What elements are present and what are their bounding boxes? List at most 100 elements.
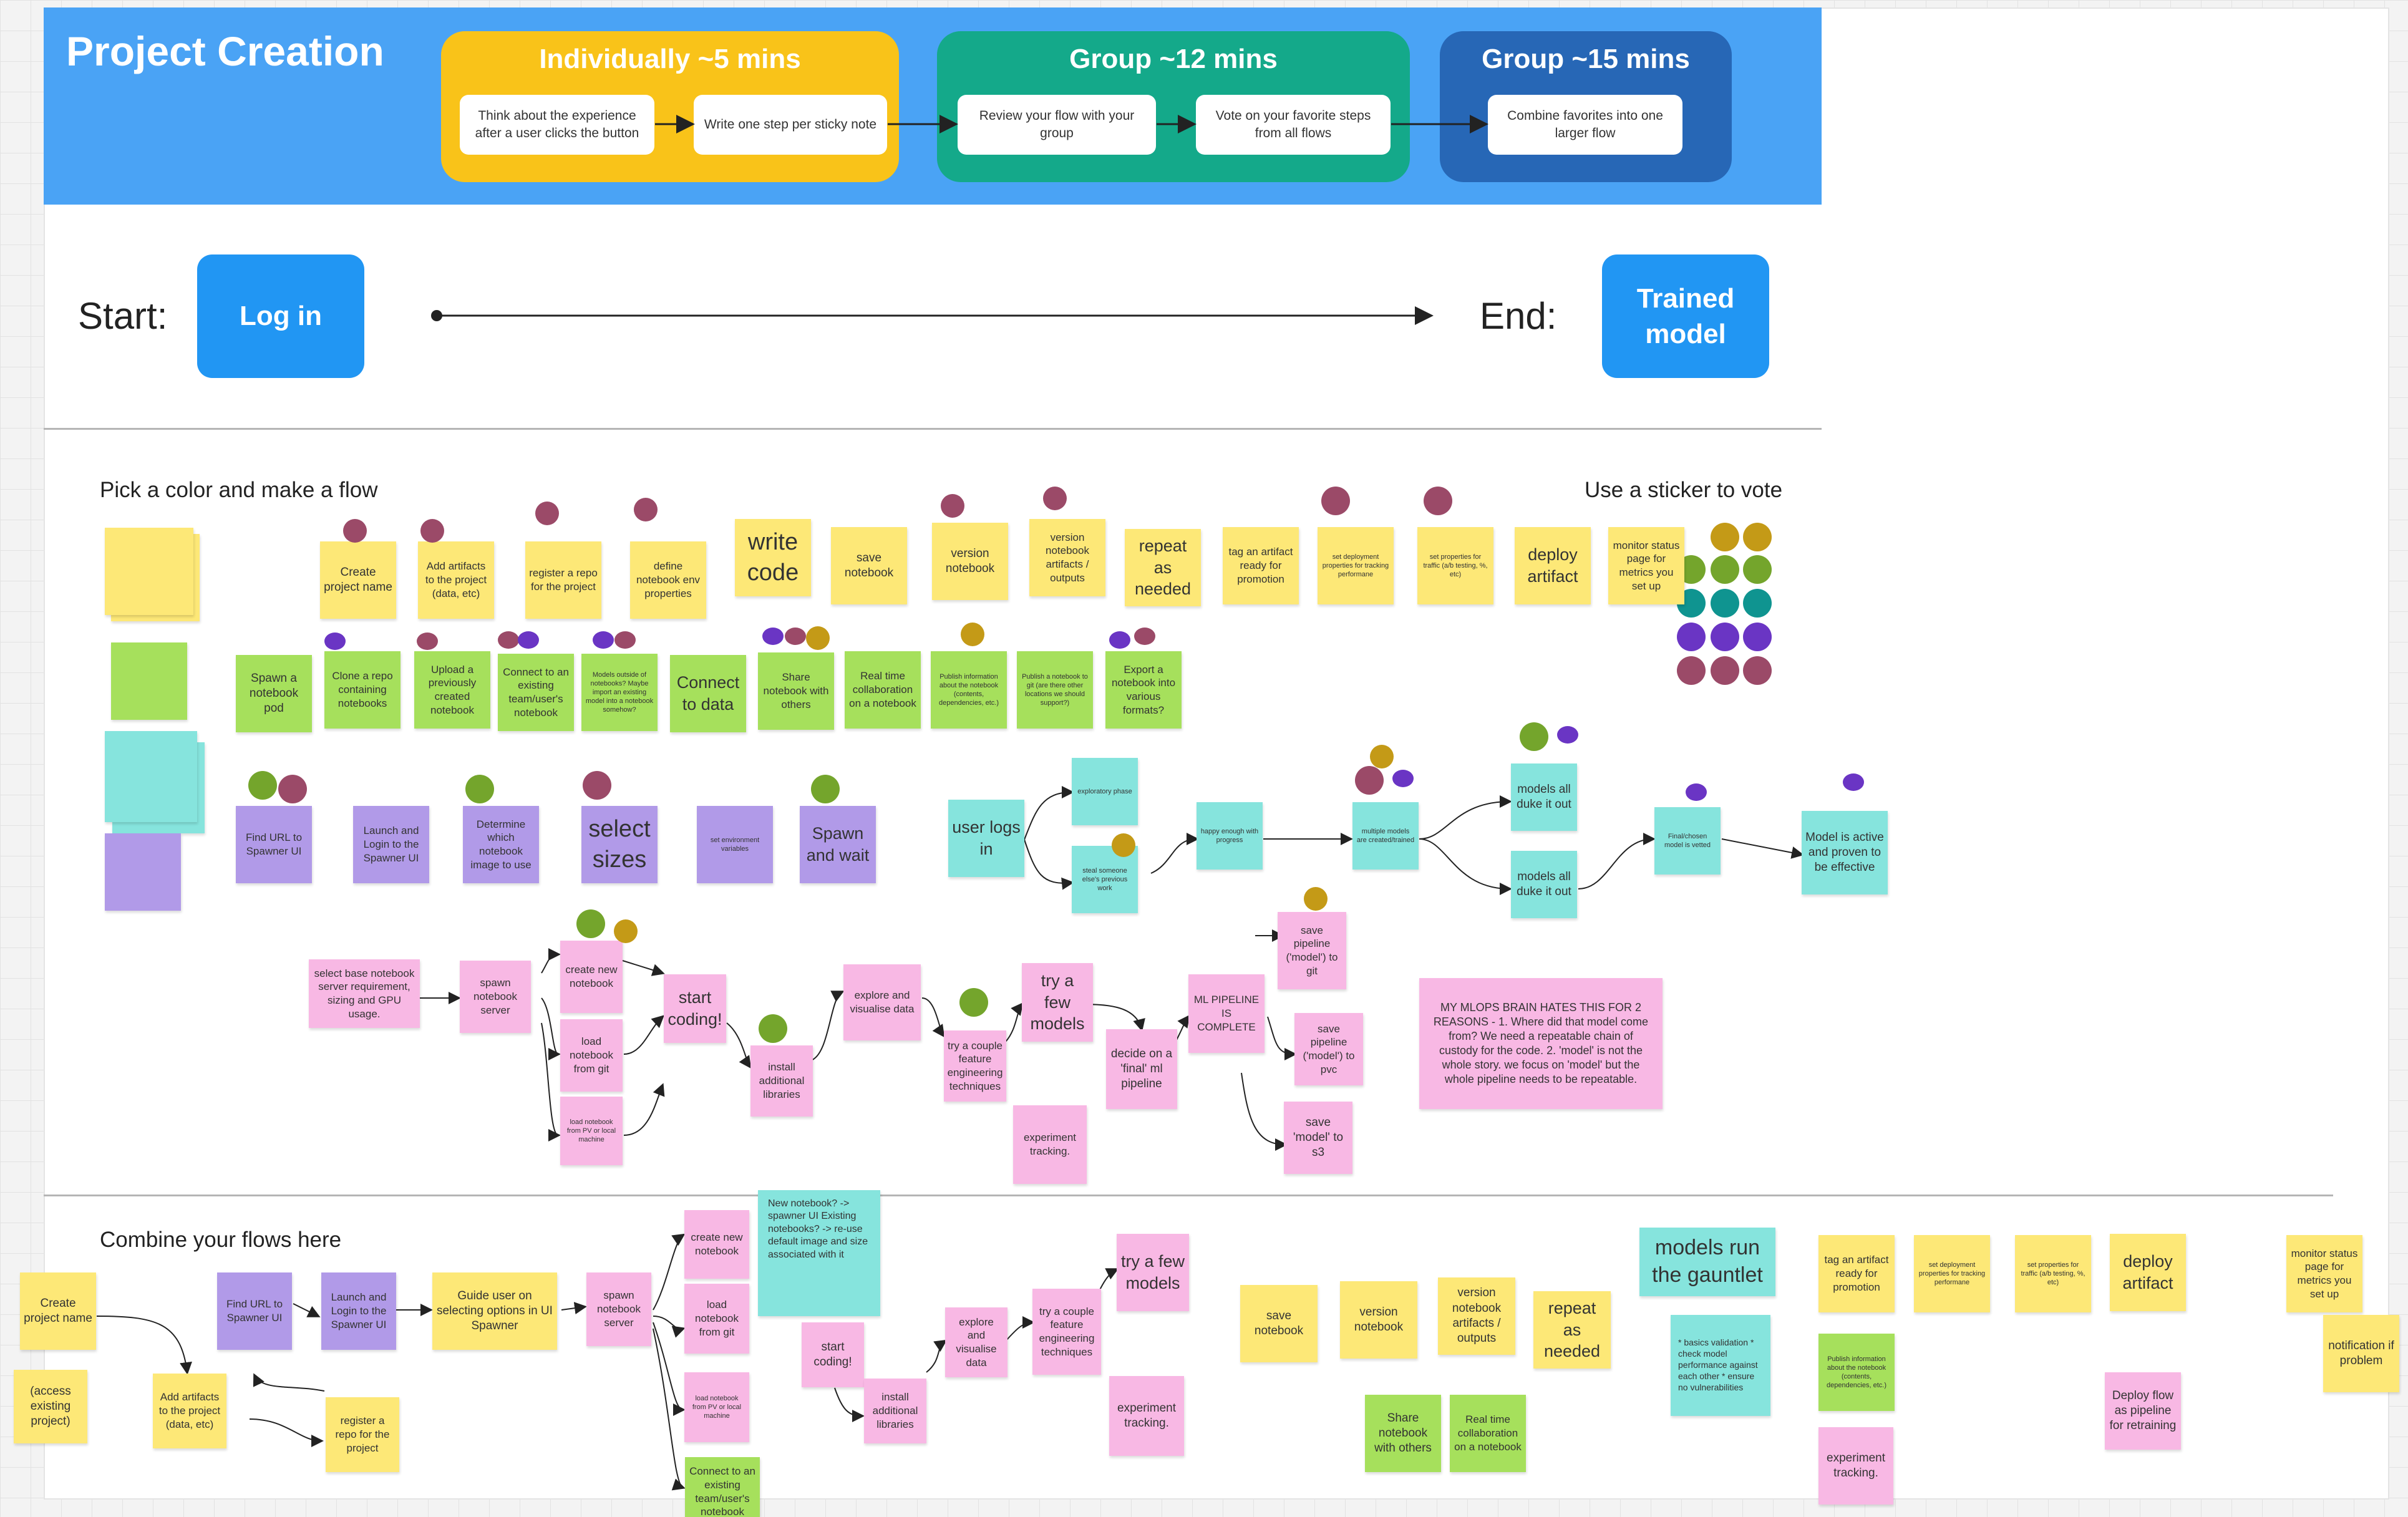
sticky-note[interactable]: set deployment properties for tracking p…	[1318, 527, 1394, 604]
sticky-note[interactable]: Add artifacts to the project (data, etc)	[418, 541, 494, 619]
sticky-note[interactable]: Find URL to Spawner UI	[236, 806, 312, 883]
sticker-purple[interactable]	[1743, 623, 1772, 651]
sticky-note[interactable]: version notebook artifacts / outputs	[1438, 1277, 1515, 1355]
vote-sticker[interactable]	[634, 498, 658, 521]
sticky-note[interactable]: Publish a notebook to git (are there oth…	[1017, 651, 1093, 729]
sticky-note[interactable]: happy enough with progress	[1197, 802, 1263, 870]
sticky-note[interactable]: multiple models are created/trained	[1352, 802, 1419, 870]
sticky-note[interactable]: experiment tracking.	[1013, 1105, 1087, 1184]
vote-sticker[interactable]	[324, 632, 346, 650]
sticky-note[interactable]: try a few models	[1117, 1234, 1189, 1311]
sticky-note[interactable]: install additional libraries	[864, 1379, 926, 1443]
sticky-note[interactable]: spawn notebook server	[460, 961, 531, 1033]
vote-sticker[interactable]	[1043, 487, 1067, 510]
sticker-green[interactable]	[1711, 555, 1739, 584]
sticky-note[interactable]: Publish information about the notebook (…	[1818, 1334, 1895, 1411]
vote-sticker[interactable]	[248, 771, 277, 800]
sticky-note[interactable]: save notebook	[1240, 1285, 1318, 1362]
vote-sticker[interactable]	[1109, 631, 1130, 649]
sticky-note[interactable]: set properties for traffic (a/b testing,…	[2015, 1235, 2091, 1312]
sticky-stack-green[interactable]	[111, 642, 187, 720]
sticky-stack-teal[interactable]	[105, 731, 197, 822]
sticky-note[interactable]: ML PIPELINE IS COMPLETE	[1188, 974, 1265, 1053]
sticky-note[interactable]: Publish information about the notebook (…	[931, 651, 1007, 729]
sticky-note[interactable]: register a repo for the project	[525, 541, 601, 619]
sticky-note[interactable]: start coding!	[664, 974, 726, 1043]
vote-sticker[interactable]	[961, 623, 984, 646]
vote-sticker[interactable]	[1557, 726, 1578, 744]
sticky-note[interactable]: Add artifacts to the project (data, etc)	[153, 1374, 226, 1448]
sticky-stack-yellow[interactable]	[105, 528, 193, 615]
sticky-note[interactable]: Upload a previously created notebook	[414, 651, 490, 729]
sticky-note[interactable]: create new notebook	[684, 1210, 749, 1279]
vote-sticker[interactable]	[762, 628, 784, 645]
vote-sticker[interactable]	[811, 775, 840, 803]
sticker-teal[interactable]	[1711, 589, 1739, 618]
sticky-note[interactable]: Connect to an existing team/user's noteb…	[498, 654, 574, 731]
vote-sticker[interactable]	[420, 519, 444, 543]
sticky-note[interactable]: Clone a repo containing notebooks	[324, 651, 401, 729]
sticky-note[interactable]: Real time collaboration on a notebook	[1450, 1395, 1526, 1472]
vote-sticker[interactable]	[593, 631, 614, 649]
sticky-note[interactable]: try a few models	[1022, 963, 1093, 1042]
vote-sticker[interactable]	[465, 775, 494, 803]
vote-sticker[interactable]	[1686, 783, 1707, 801]
sticky-note[interactable]: Connect to data	[670, 655, 746, 732]
sticker-gold[interactable]	[1711, 523, 1739, 551]
vote-sticker[interactable]	[1843, 773, 1864, 791]
sticky-note[interactable]: spawn notebook server	[586, 1272, 651, 1346]
sticky-note[interactable]: install additional libraries	[750, 1045, 813, 1117]
sticky-note[interactable]: register a repo for the project	[326, 1397, 399, 1472]
sticky-note[interactable]: steal someone else's previous work	[1072, 846, 1138, 913]
sticky-note[interactable]: Create project name	[320, 541, 396, 619]
sticker-purple[interactable]	[1711, 623, 1739, 651]
sticky-note[interactable]: create new notebook	[560, 941, 623, 1013]
sticky-note[interactable]: experiment tracking.	[1109, 1376, 1184, 1456]
sticky-note[interactable]: start coding!	[802, 1322, 864, 1387]
vote-sticker[interactable]	[1355, 766, 1384, 795]
vote-sticker[interactable]	[1304, 887, 1328, 911]
sticky-note[interactable]: load notebook from PV or local machine	[684, 1372, 749, 1442]
sticky-note[interactable]: Create project name	[20, 1272, 96, 1350]
sticky-note[interactable]: Launch and Login to the Spawner UI	[353, 806, 429, 883]
sticky-note[interactable]: (access existing project)	[14, 1370, 87, 1443]
sticky-note[interactable]: monitor status page for metrics you set …	[2286, 1235, 2362, 1312]
sticky-note[interactable]: version notebook artifacts / outputs	[1029, 519, 1105, 596]
sticky-note[interactable]: Models outside of notebooks? Maybe impor…	[581, 654, 658, 731]
sticky-note[interactable]: Export a notebook into various formats?	[1105, 651, 1182, 729]
vote-sticker[interactable]	[278, 775, 307, 803]
sticky-note[interactable]: select sizes	[581, 806, 658, 883]
vote-sticker[interactable]	[1134, 628, 1155, 645]
sticker-teal[interactable]	[1743, 589, 1772, 618]
sticky-note[interactable]: define notebook env properties	[630, 541, 706, 619]
vote-sticker[interactable]	[785, 628, 806, 645]
sticky-note[interactable]: try a couple feature engineering techniq…	[944, 1030, 1006, 1102]
sticky-note[interactable]: models run the gauntlet	[1639, 1228, 1775, 1296]
sticky-note[interactable]: Guide user on selecting options in UI Sp…	[432, 1272, 557, 1350]
sticker-green[interactable]	[1743, 555, 1772, 584]
sticky-note[interactable]: load notebook from git	[684, 1284, 749, 1354]
sticky-note[interactable]: set deployment properties for tracking p…	[1914, 1235, 1990, 1312]
vote-sticker[interactable]	[614, 631, 636, 649]
vote-sticker[interactable]	[535, 502, 559, 525]
sticky-note[interactable]: * basics validation * check model perfor…	[1671, 1315, 1770, 1416]
sticky-note[interactable]: Real time collaboration on a notebook	[845, 651, 921, 729]
sticky-note[interactable]: load notebook from PV or local machine	[560, 1097, 623, 1165]
vote-sticker[interactable]	[1370, 745, 1394, 768]
sticky-note[interactable]: exploratory phase	[1072, 758, 1138, 825]
sticky-note[interactable]: repeat as needed	[1533, 1291, 1611, 1369]
vote-sticker[interactable]	[498, 631, 519, 649]
sticky-note[interactable]: save pipeline ('model') to pvc	[1294, 1013, 1363, 1085]
vote-sticker[interactable]	[576, 909, 605, 938]
sticky-note[interactable]: deploy artifact	[2110, 1234, 2186, 1311]
sticky-note[interactable]: Connect to an existing team/user's noteb…	[685, 1457, 760, 1517]
vote-sticker[interactable]	[806, 626, 830, 650]
sticky-note[interactable]: tag an artifact ready for promotion	[1223, 527, 1299, 604]
sticky-note[interactable]: write code	[735, 519, 811, 596]
sticky-note[interactable]: notification if problem	[2323, 1315, 2399, 1392]
sticky-note[interactable]: Model is active and proven to be effecti…	[1802, 811, 1888, 894]
sticky-stack-purple[interactable]	[105, 833, 181, 911]
sticky-note[interactable]: user logs in	[948, 800, 1024, 877]
sticker-maroon[interactable]	[1743, 656, 1772, 685]
sticky-note[interactable]: explore and visualise data	[945, 1307, 1007, 1377]
